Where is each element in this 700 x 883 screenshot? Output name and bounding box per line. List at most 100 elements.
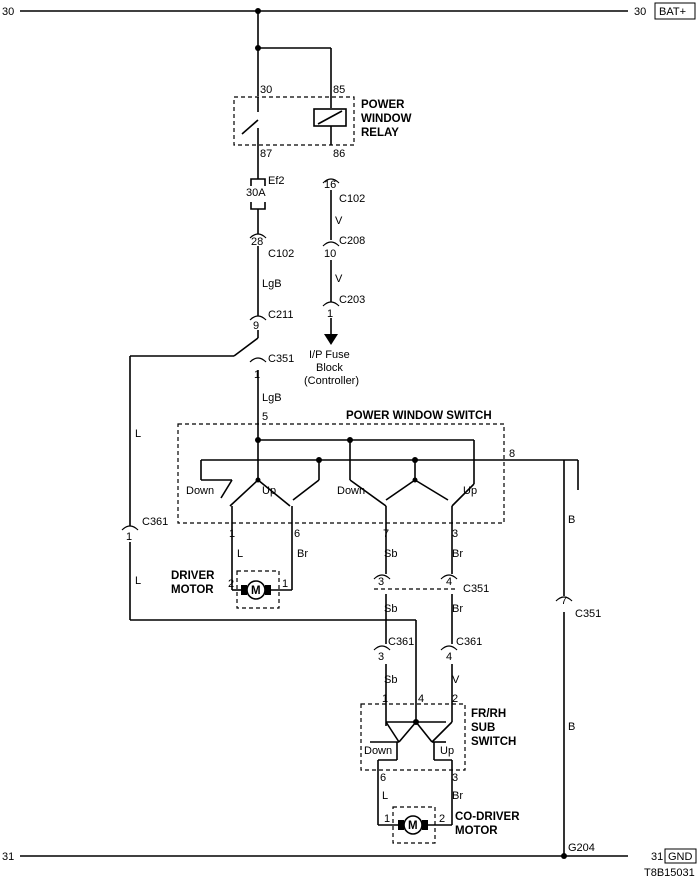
svg-text:C351: C351	[268, 353, 294, 365]
svg-text:8: 8	[509, 448, 515, 460]
connector-c211: 9 C211 L	[129, 309, 293, 526]
svg-text:Ef2: Ef2	[268, 175, 285, 187]
svg-text:30: 30	[2, 6, 14, 18]
wire-label-v-2: V	[335, 273, 343, 285]
svg-text:C361: C361	[388, 636, 414, 648]
svg-text:I/P Fuse: I/P Fuse	[309, 349, 350, 361]
svg-text:GND: GND	[668, 851, 693, 863]
svg-text:C102: C102	[339, 193, 365, 205]
svg-text:9: 9	[253, 320, 259, 332]
svg-text:1: 1	[327, 308, 333, 320]
wire-label-b-1: B	[568, 514, 575, 526]
svg-text:POWER: POWER	[361, 99, 405, 111]
wire-label-v-1: V	[335, 215, 343, 227]
svg-text:DRIVER: DRIVER	[171, 570, 215, 582]
figure-id: T8B15031	[644, 867, 695, 879]
wire-label-b-2: B	[568, 721, 575, 733]
svg-text:Br: Br	[452, 790, 463, 802]
driver-motor: L Br M 2 1 DRIVER MOTOR	[171, 540, 308, 609]
svg-text:SWITCH: SWITCH	[471, 736, 516, 748]
svg-text:3: 3	[378, 651, 384, 663]
svg-text:C102: C102	[268, 248, 294, 260]
svg-text:L: L	[382, 790, 388, 802]
svg-text:4: 4	[446, 651, 452, 663]
svg-text:BAT+: BAT+	[659, 6, 686, 18]
svg-text:Sb: Sb	[384, 674, 397, 686]
svg-text:3: 3	[378, 576, 384, 588]
wire-label-lgb: LgB	[262, 278, 282, 290]
svg-text:16: 16	[324, 179, 336, 191]
svg-text:Down: Down	[364, 745, 392, 757]
relay-control-wire: 16 C102 V 10 C208 V 1 C203 I/P Fuse Bloc…	[304, 178, 365, 387]
fr-rh-sub-switch: 1 4 2 Down Up FR/RH SUB SWITCH 6 3 L Br	[360, 693, 516, 825]
svg-text:7: 7	[383, 528, 389, 540]
svg-text:Up: Up	[262, 485, 276, 497]
svg-text:C361: C361	[456, 636, 482, 648]
svg-text:4: 4	[446, 576, 452, 588]
wire-label-lgb-2: LgB	[262, 392, 282, 404]
svg-text:2: 2	[452, 693, 458, 705]
svg-text:28: 28	[251, 236, 263, 248]
svg-text:FR/RH: FR/RH	[471, 708, 506, 720]
svg-text:C203: C203	[339, 294, 365, 306]
fuse-ef2: Ef2 30A	[246, 145, 285, 234]
svg-text:Sb: Sb	[384, 548, 397, 560]
svg-text:1: 1	[382, 693, 388, 705]
svg-text:Down: Down	[337, 485, 365, 497]
relay-feed-wires	[255, 11, 332, 108]
svg-text:10: 10	[324, 248, 336, 260]
connector-c361-left: C361 1 L	[121, 516, 417, 722]
power-window-switch: POWER WINDOW SWITCH Down Up Down Up 8 1	[177, 410, 578, 540]
svg-text:6: 6	[380, 772, 386, 784]
bat-rail: 30 30 BAT+	[2, 2, 696, 20]
svg-text:Up: Up	[440, 745, 454, 757]
svg-text:30A: 30A	[246, 187, 266, 199]
svg-text:4: 4	[418, 693, 424, 705]
svg-text:(Controller): (Controller)	[304, 375, 359, 387]
svg-text:30: 30	[260, 84, 272, 96]
svg-text:2: 2	[439, 813, 445, 825]
svg-text:WINDOW: WINDOW	[361, 113, 412, 125]
svg-text:C361: C361	[142, 516, 168, 528]
svg-text:1: 1	[384, 813, 390, 825]
svg-text:SUB: SUB	[471, 722, 495, 734]
svg-text:3: 3	[452, 528, 458, 540]
svg-text:31: 31	[2, 851, 14, 863]
svg-text:6: 6	[294, 528, 300, 540]
connector-c351-1: C351 1 LgB 5	[249, 353, 294, 440]
wire-label-l-lower: L	[135, 575, 141, 587]
svg-text:POWER WINDOW SWITCH: POWER WINDOW SWITCH	[346, 410, 492, 422]
svg-text:CO-DRIVER: CO-DRIVER	[455, 811, 520, 823]
svg-text:C208: C208	[339, 235, 365, 247]
svg-text:Down: Down	[186, 485, 214, 497]
motor-m-icon: M	[408, 820, 418, 832]
wire-label-l-left: L	[135, 428, 141, 440]
svg-text:1: 1	[254, 369, 260, 381]
ground-wire-b: B 7 C351 B	[555, 460, 601, 856]
svg-text:Br: Br	[297, 548, 308, 560]
svg-text:85: 85	[333, 84, 345, 96]
svg-text:5: 5	[262, 411, 268, 423]
svg-text:1: 1	[126, 531, 132, 543]
svg-text:C351: C351	[463, 583, 489, 595]
svg-text:1: 1	[282, 578, 288, 590]
svg-text:MOTOR: MOTOR	[171, 584, 214, 596]
svg-text:3: 3	[452, 772, 458, 784]
svg-text:1: 1	[229, 528, 235, 540]
svg-text:Sb: Sb	[384, 603, 397, 615]
svg-text:87: 87	[260, 148, 272, 160]
svg-text:MOTOR: MOTOR	[455, 825, 498, 837]
svg-text:V: V	[452, 674, 460, 686]
svg-text:Br: Br	[452, 548, 463, 560]
svg-text:86: 86	[333, 148, 345, 160]
svg-text:Block: Block	[316, 362, 343, 374]
ground-label: G204	[568, 842, 595, 854]
svg-text:C351: C351	[575, 608, 601, 620]
co-driver-motor: M 1 2 CO-DRIVER MOTOR	[378, 806, 520, 844]
svg-text:2: 2	[228, 578, 234, 590]
svg-text:L: L	[237, 548, 243, 560]
svg-text:7: 7	[561, 595, 567, 607]
svg-text:30: 30	[634, 6, 646, 18]
